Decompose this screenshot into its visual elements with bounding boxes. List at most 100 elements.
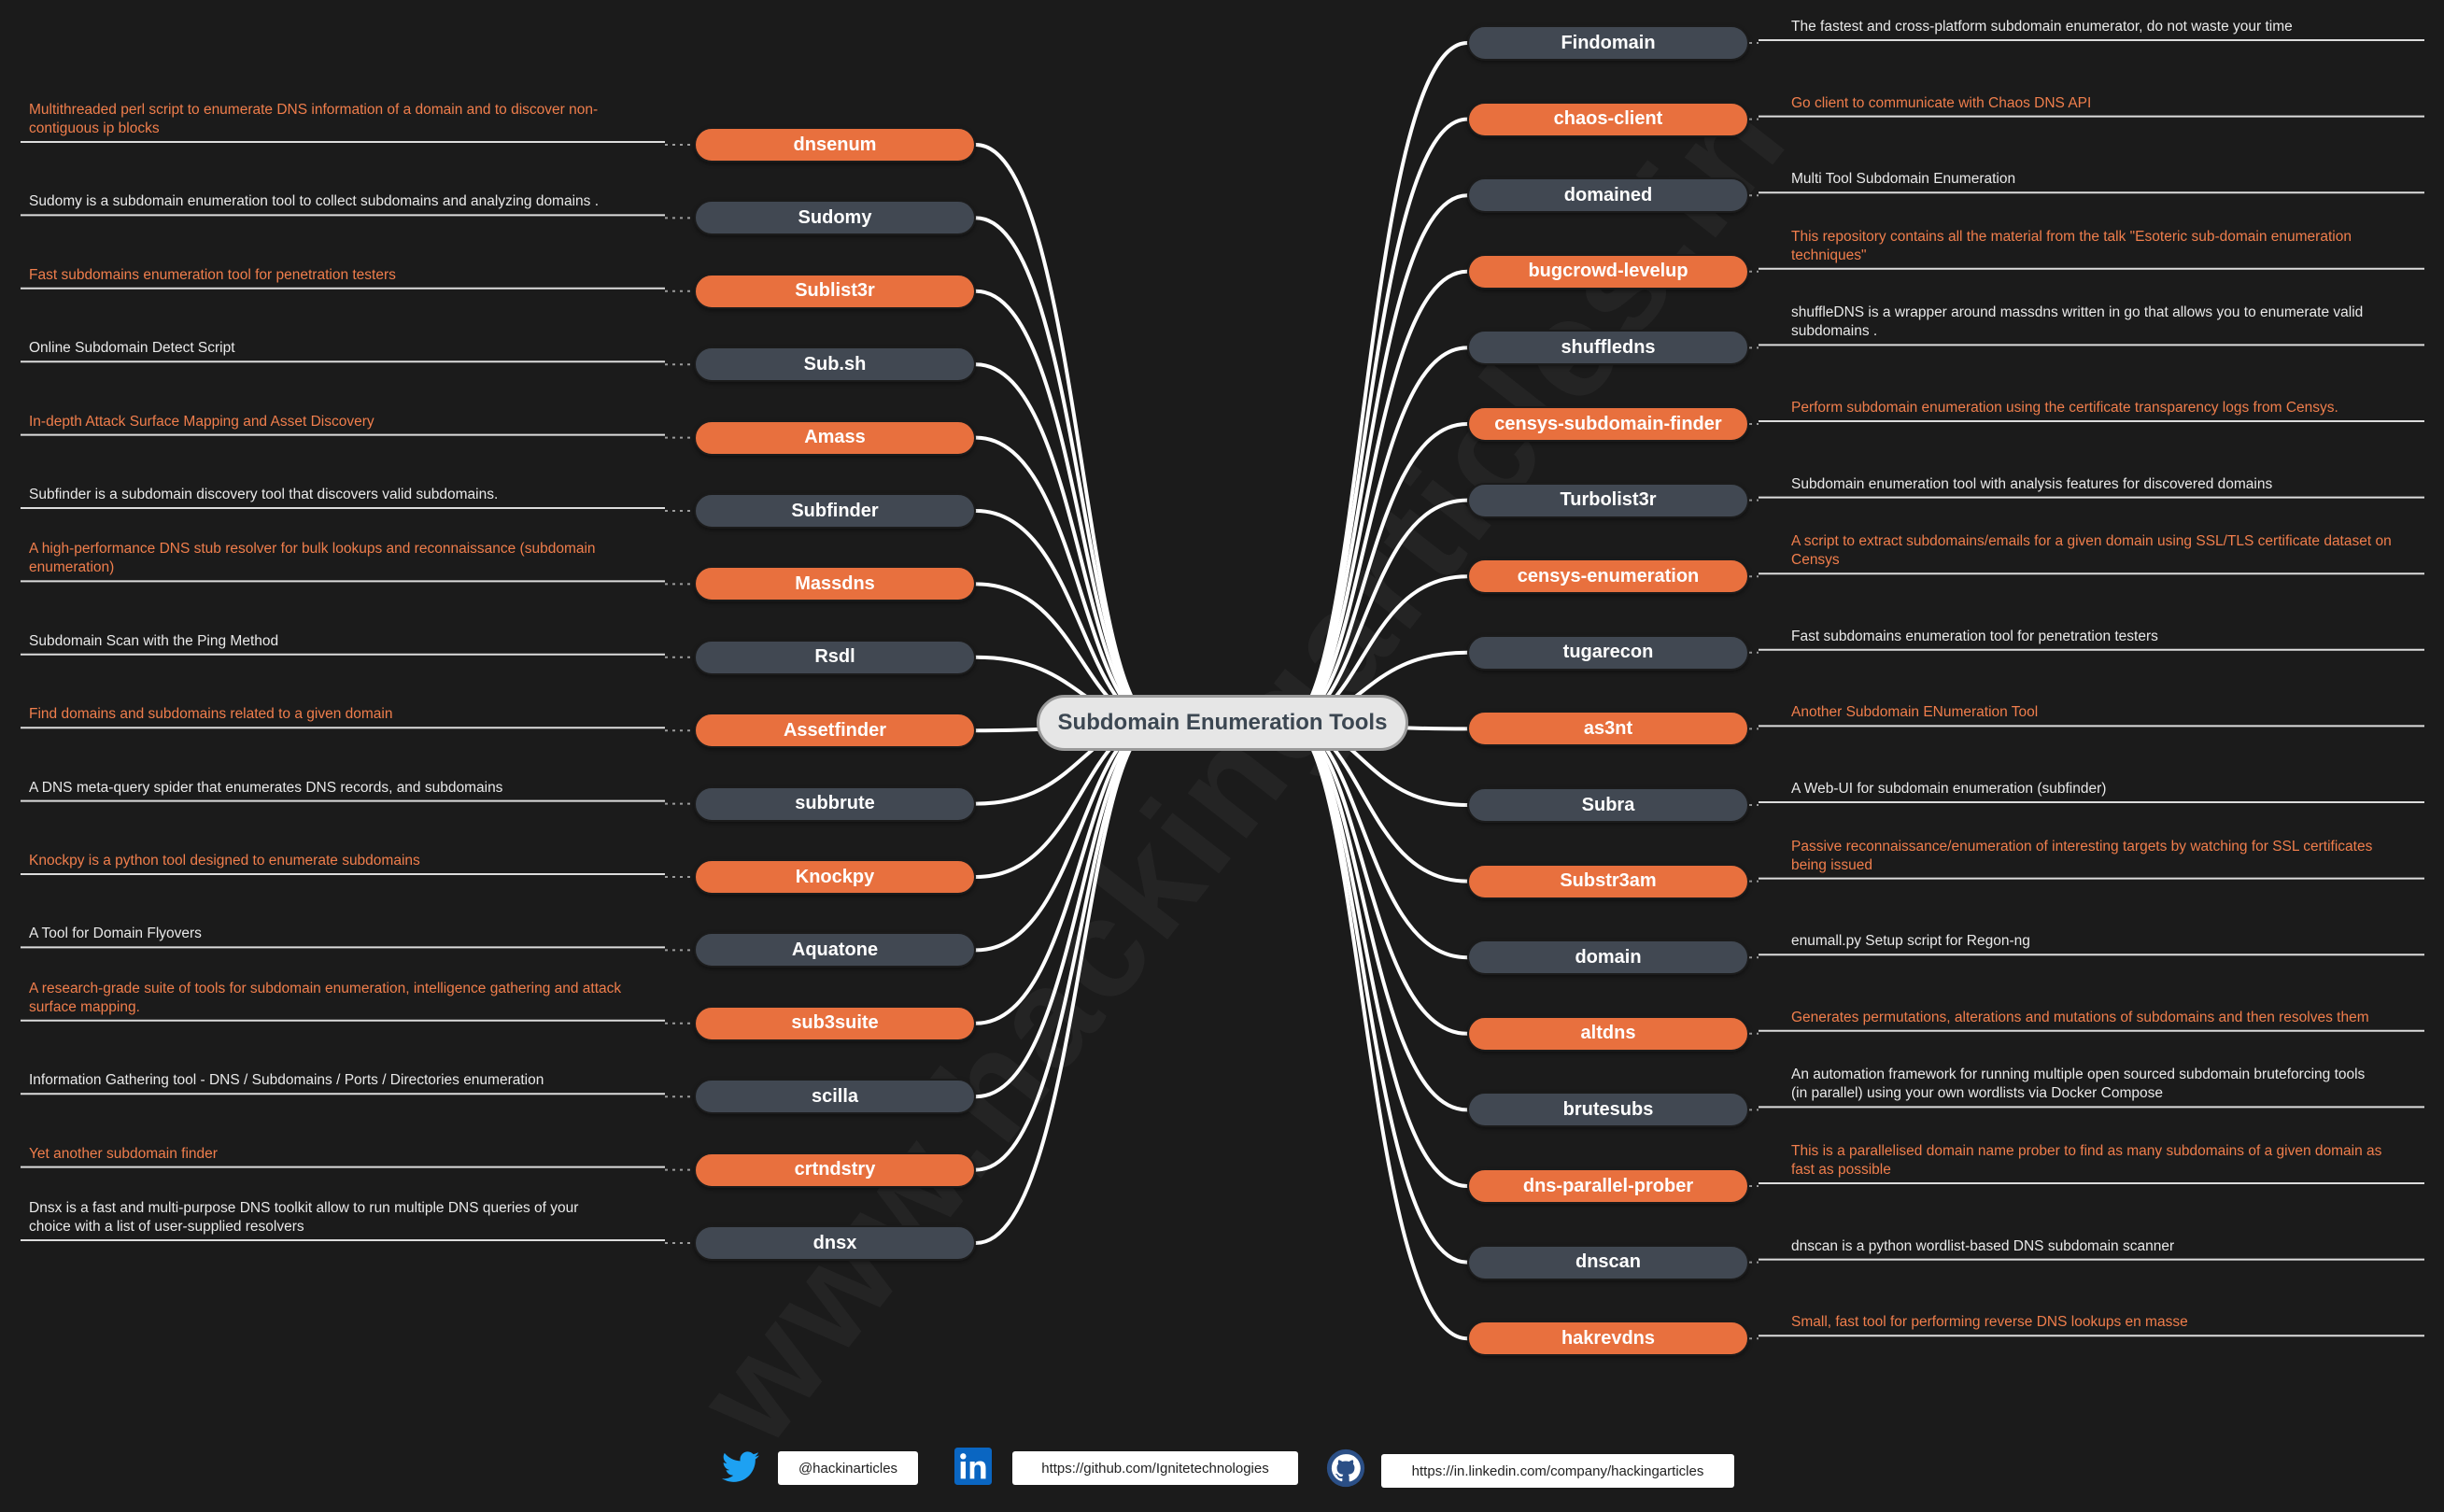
branch-connector [974,216,1159,725]
tool-node-dns-parallel-prober[interactable]: dns-parallel-prober [1467,1168,1749,1204]
tool-node-dnscan[interactable]: dnscan [1467,1244,1749,1280]
tool-node-dnsx[interactable]: dnsx [694,1225,976,1261]
description-line: techniques" [1791,247,1867,263]
tool-description: dnscan is a python wordlist-based DNS su… [1791,1237,2174,1256]
tool-description: Multi Tool Subdomain Enumeration [1791,170,2015,189]
description-line: (in parallel) using your own wordlists v… [1791,1085,2163,1102]
description-line: A Tool for Domain Flyovers [29,926,202,942]
tool-description: Sudomy is a subdomain enumeration tool t… [29,192,599,211]
tool-description: Passive reconnaissance/enumeration of in… [1791,838,2372,875]
description-line: Another Subdomain ENumeration Tool [1791,704,2039,721]
tool-description: An automation framework for running mult… [1791,1066,2365,1103]
tool-node-bugcrowd-levelup[interactable]: bugcrowd-levelup [1467,253,1749,290]
tool-description: Another Subdomain ENumeration Tool [1791,703,2038,722]
tool-description: The fastest and cross-platform subdomain… [1791,18,2293,36]
description-line: In-depth Attack Surface Mapping and Asse… [29,413,374,430]
tool-description: Fast subdomains enumeration tool for pen… [1791,628,2158,646]
description-line: Multithreaded perl script to enumerate D… [29,102,599,118]
description-line: dnscan is a python wordlist-based DNS su… [1791,1237,2175,1254]
description-line: Sudomy is a subdomain enumeration tool t… [29,193,600,210]
description-line: enumall.py Setup script for Regon-ng [1791,933,2030,950]
tool-description: Generates permutations, alterations and … [1791,1009,2369,1027]
tool-description: A Tool for Domain Flyovers [29,925,202,943]
description-line: A research-grade suite of tools for subd… [29,980,622,996]
tool-node-scilla[interactable]: scilla [694,1079,976,1115]
description-line: surface mapping. [29,998,140,1015]
tool-node-dnsenum[interactable]: dnsenum [694,127,976,163]
branch-connector [1286,721,1469,1341]
description-line: Multi Tool Subdomain Enumeration [1791,171,2016,188]
github-icon[interactable] [1326,1448,1365,1488]
tool-node-sudomy[interactable]: Sudomy [694,200,976,236]
central-topic[interactable]: Subdomain Enumeration Tools [1037,695,1408,751]
description-line: subdomains . [1791,323,1878,340]
tool-node-crtndstry[interactable]: crtndstry [694,1152,976,1188]
tool-node-aquatone[interactable]: Aquatone [694,932,976,968]
tool-node-substr3am[interactable]: Substr3am [1467,863,1749,899]
branch-connector [1286,41,1469,725]
tool-node-hakrevdns[interactable]: hakrevdns [1467,1321,1749,1357]
tool-description: A DNS meta-query spider that enumerates … [29,779,502,798]
tool-node-knockpy[interactable]: Knockpy [694,859,976,895]
tool-description: Information Gathering tool - DNS / Subdo… [29,1071,544,1090]
tool-description: Fast subdomains enumeration tool for pen… [29,266,396,285]
branch-connector [974,721,1159,953]
description-line: Yet another subdomain finder [29,1145,218,1162]
tool-description: This repository contains all the materia… [1791,228,2352,265]
tool-node-domain[interactable]: domain [1467,940,1749,976]
tool-description: A Web-UI for subdomain enumeration (subf… [1791,780,2106,798]
tool-description: Yet another subdomain finder [29,1145,218,1164]
tool-node-censys-subdomain-finder[interactable]: censys-subdomain-finder [1467,406,1749,442]
twitter-handle[interactable]: @hackinarticles [778,1451,918,1485]
tool-node-amass[interactable]: Amass [694,419,976,456]
tool-node-sub-sh[interactable]: Sub.sh [694,346,976,383]
linkedin-link[interactable]: https://in.linkedin.com/company/hackinga… [1381,1454,1734,1488]
description-line: Online Subdomain Detect Script [29,340,235,357]
description-line: Information Gathering tool - DNS / Subdo… [29,1072,544,1089]
tool-node-brutesubs[interactable]: brutesubs [1467,1092,1749,1128]
description-line: A DNS meta-query spider that enumerates … [29,779,503,796]
tool-node-sublist3r[interactable]: Sublist3r [694,273,976,309]
tool-node-altdns[interactable]: altdns [1467,1015,1749,1052]
branch-connector [974,435,1159,725]
description-line: Knockpy is a python tool designed to enu… [29,853,420,869]
tool-node-chaos-client[interactable]: chaos-client [1467,101,1749,137]
tool-description: Go client to communicate with Chaos DNS … [1791,94,2091,113]
github-link[interactable]: https://github.com/Ignitetechnologies [1012,1451,1298,1485]
tool-description: Online Subdomain Detect Script [29,339,235,358]
tool-node-massdns[interactable]: Massdns [694,566,976,602]
tool-node-as3nt[interactable]: as3nt [1467,711,1749,747]
linkedin-icon[interactable] [954,1448,992,1485]
description-line: Censys [1791,552,1840,569]
twitter-icon[interactable] [722,1451,759,1483]
tool-description: Perform subdomain enumeration using the … [1791,399,2338,417]
tool-description: Dnsx is a fast and multi-purpose DNS too… [29,1199,578,1236]
description-line: Subfinder is a subdomain discovery tool … [29,487,499,502]
description-line: Go client to communicate with Chaos DNS … [1791,94,2092,111]
description-line: shuffleDNS is a wrapper around massdns w… [1791,304,2364,321]
tool-description: This is a parallelised domain name probe… [1791,1142,2381,1180]
tool-description: Subfinder is a subdomain discovery tool … [29,486,498,504]
tool-description: A research-grade suite of tools for subd… [29,980,621,1017]
tool-node-turbolist3r[interactable]: Turbolist3r [1467,482,1749,518]
description-line: Find domains and subdomains related to a… [29,706,393,723]
tool-description: Knockpy is a python tool designed to enu… [29,852,420,870]
tool-description: Subdomain Scan with the Ping Method [29,632,278,651]
tool-node-domained[interactable]: domained [1467,177,1749,214]
tool-node-tugarecon[interactable]: tugarecon [1467,634,1749,671]
tool-node-sub3suite[interactable]: sub3suite [694,1005,976,1041]
description-line: The fastest and cross-platform subdomain… [1791,19,2293,35]
tool-node-rsdl[interactable]: Rsdl [694,639,976,675]
tool-node-subfinder[interactable]: Subfinder [694,493,976,529]
tool-node-assetfinder[interactable]: Assetfinder [694,713,976,749]
tool-description: Small, fast tool for performing reverse … [1791,1313,2188,1332]
description-line: Perform subdomain enumeration using the … [1791,400,2338,416]
tool-node-censys-enumeration[interactable]: censys-enumeration [1467,558,1749,595]
tool-node-findomain[interactable]: Findomain [1467,25,1749,61]
description-line: fast as possible [1791,1162,1891,1178]
tool-description: enumall.py Setup script for Regon-ng [1791,932,2030,951]
tool-node-subra[interactable]: Subra [1467,787,1749,823]
tool-node-shuffledns[interactable]: shuffledns [1467,330,1749,366]
tool-node-subbrute[interactable]: subbrute [694,785,976,822]
description-line: Passive reconnaissance/enumeration of in… [1791,838,2373,855]
